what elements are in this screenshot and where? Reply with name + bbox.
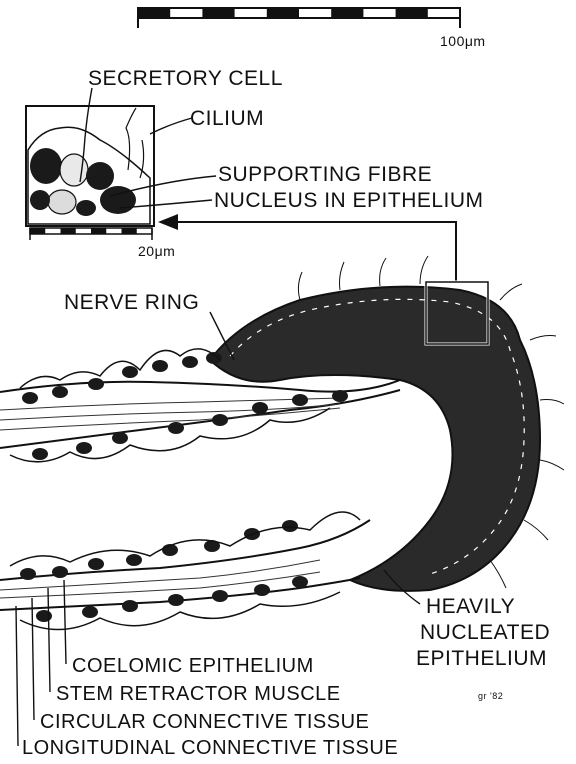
inset-scale-label: 20μm [138,244,175,258]
cell-nucleus [292,576,308,588]
scale-bar-segment [91,228,106,234]
scale-bar-segment [122,228,137,234]
scale-bar-segment [331,8,363,18]
cell-nucleus [206,352,222,364]
scale-bar-segment [61,228,76,234]
cell-nucleus [32,448,48,460]
cilium-label: CILIUM [190,108,264,129]
cell-nucleus [88,378,104,390]
scale-bar-segment [396,8,428,18]
cell-nucleus [36,610,52,622]
cell-nucleus [292,394,308,406]
epithelium-label: EPITHELIUM [416,648,547,669]
circular-connective-tissue-label: CIRCULAR CONNECTIVE TISSUE [40,712,369,732]
cell-nucleus [212,590,228,602]
main-scale-bar [138,8,460,28]
cell-nucleus [254,584,270,596]
cell-nucleus [126,554,142,566]
cell-nucleus [52,566,68,578]
cell-nucleus [152,360,168,372]
cell-nucleus [82,606,98,618]
scale-bar-segment [30,228,45,234]
scale-bar-segment [138,8,170,18]
artist-signature: gr '82 [478,692,503,701]
cell-nucleus [332,390,348,402]
cell-nucleus [20,568,36,580]
coelomic-epithelium-label: COELOMIC EPITHELIUM [72,656,314,676]
longitudinal-connective-tissue-label: LONGITUDINAL CONNECTIVE TISSUE [22,738,398,758]
stem-retractor-muscle-label: STEM RETRACTOR MUSCLE [56,684,341,704]
cell-nucleus [168,594,184,606]
cell-nucleus [282,520,298,532]
cell-nucleus [22,392,38,404]
supporting-fibre-label: SUPPORTING FIBRE [218,164,432,185]
inset-arrow [158,214,456,282]
cell-nucleus [122,366,138,378]
scale-bar-segment [267,8,299,18]
nerve-ring-label: NERVE RING [64,292,199,313]
cell-nucleus [88,558,104,570]
cell-nucleus [112,432,128,444]
cell-nucleus [168,422,184,434]
scale-bar-segment [202,8,234,18]
cell-nucleus [76,442,92,454]
main-leader-lines [16,312,420,746]
cell-nucleus [182,356,198,368]
cell-nucleus [212,414,228,426]
secretory-cell-label: SECRETORY CELL [88,68,283,89]
cell-nucleus [252,402,268,414]
heavily-label: HEAVILY [426,596,515,617]
inset-panel [26,106,154,240]
nucleus-in-epithelium-label: NUCLEUS IN EPITHELIUM [214,190,484,211]
cell-nucleus [52,386,68,398]
cell-nucleus [122,600,138,612]
nucleated-label: NUCLEATED [420,622,550,643]
main-scale-label: 100μm [440,34,486,48]
